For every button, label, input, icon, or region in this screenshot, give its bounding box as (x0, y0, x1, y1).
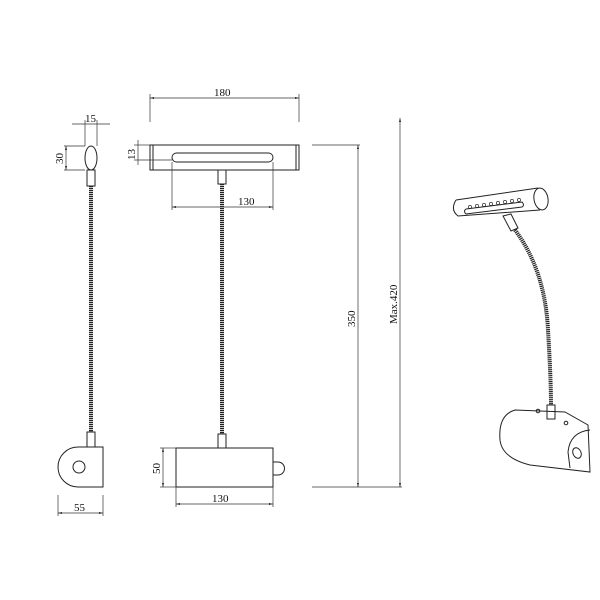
dim-max-height: Max.420 (388, 284, 400, 324)
side-bracket (57, 446, 104, 488)
height-dimensions: 350 Max.420 (312, 118, 402, 488)
side-bracket-hole (72, 460, 86, 474)
perspective-head (452, 187, 541, 217)
perspective-view (452, 187, 591, 473)
side-view: 15 30 55 (54, 113, 110, 516)
dim-side-head-width: 15 (85, 113, 97, 125)
dim-stem-height: 350 (346, 310, 358, 327)
dim-front-head-width: 180 (214, 87, 231, 99)
front-stem-collar (217, 169, 227, 185)
dim-side-head-height: 30 (54, 153, 66, 165)
dim-front-head-height: 13 (126, 149, 138, 161)
side-base-collar (86, 431, 96, 448)
dim-front-base-width: 130 (212, 493, 229, 505)
perspective-bracket-hole (572, 447, 582, 459)
perspective-collar (502, 213, 519, 232)
side-stem-collar (86, 169, 96, 187)
perspective-gooseneck (513, 228, 553, 406)
side-head (84, 145, 98, 171)
front-led-slot (171, 152, 274, 163)
front-base (175, 447, 274, 488)
front-view: 180 13 130 50 130 (126, 87, 300, 507)
dim-front-base-height: 50 (151, 463, 163, 475)
front-base-knob (273, 461, 285, 476)
dim-front-slot-width: 130 (238, 196, 255, 208)
dim-side-base-width: 55 (74, 502, 86, 514)
front-base-collar (217, 433, 227, 449)
perspective-bracket (499, 409, 591, 473)
